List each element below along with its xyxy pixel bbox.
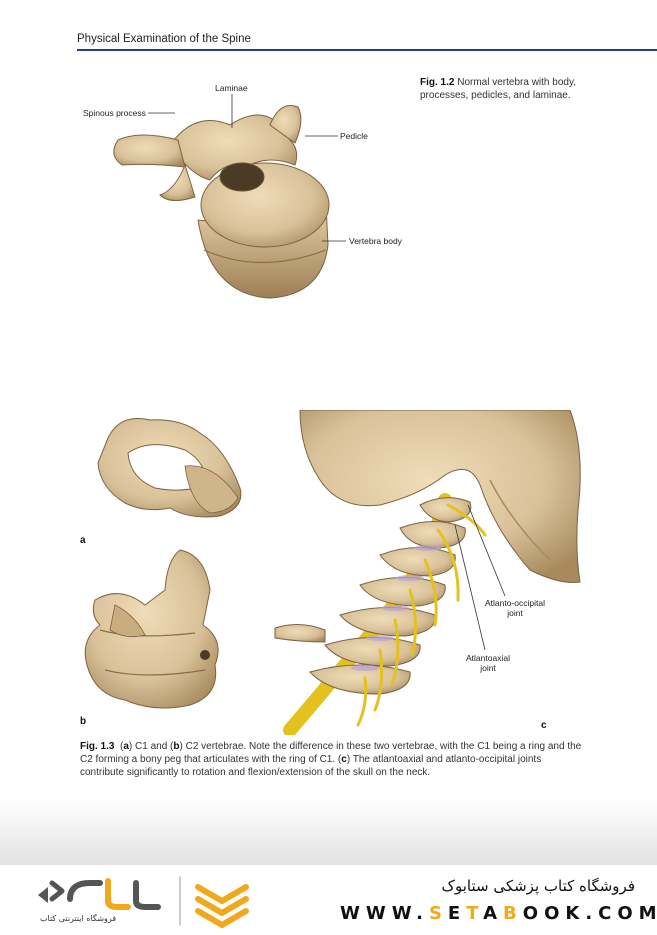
caption-text-part: ) The atlantoaxial and atlanto-occipital…: [80, 754, 542, 778]
url-part: OOK.COM: [522, 903, 657, 924]
url-part: WWW.: [340, 903, 429, 924]
panel-letter-c: c: [541, 720, 547, 731]
url-part: E: [447, 903, 467, 924]
label-pedicle: Pedicle: [340, 131, 368, 141]
figure-1-3b-c2-illustration: [84, 549, 219, 709]
figure-1-2-leader-lines: [148, 94, 346, 242]
url-part-accent: B: [503, 903, 523, 924]
panel-letter-a: a: [80, 535, 86, 546]
label-spinous-process: Spinous process: [83, 108, 146, 118]
store-name-persian: فروشگاه کتاب پزشکی ستابوک: [441, 877, 635, 895]
label-vertebra-body: Vertebra body: [349, 236, 402, 246]
label-laminae: Laminae: [215, 83, 248, 93]
figure-1-3a-c1-illustration: [97, 418, 242, 518]
figure-1-2-number: Fig. 1.2: [420, 77, 455, 88]
store-banner: فروشگاه اینترنتی کتاب فروشگاه کتاب پزشکی…: [0, 865, 657, 935]
figure-1-2-caption: Fig. 1.2 Normal vertebra with body, proc…: [420, 76, 600, 102]
figure-1-3c-leader-lines: [454, 504, 506, 651]
label-atlanto-occipital-joint: Atlanto-occipital joint: [485, 598, 546, 618]
figure-1-3-caption: Fig. 1.3 (a) C1 and (b) C2 vertebrae. No…: [80, 740, 585, 779]
running-head-title: Physical Examination of the Spine: [77, 33, 251, 45]
figure-1-2-vertebra-illustration: [113, 105, 330, 299]
caption-text-part: ) C2 vertebrae. Note the difference in t…: [80, 741, 582, 765]
url-part-accent: S: [428, 903, 448, 924]
label-atlantoaxial-joint: Atlantoaxial joint: [466, 653, 510, 673]
page-bottom-shadow: [0, 800, 657, 865]
store-url-link[interactable]: WWW.SETABOOK.COM: [340, 903, 657, 924]
caption-text-part: ) C1 and (: [128, 741, 174, 752]
figure-1-3-number: Fig. 1.3: [80, 741, 115, 752]
panel-letter-b: b: [80, 716, 87, 727]
caption-panel-ref-c: c: [341, 754, 347, 765]
setabook-logo-icon: [38, 876, 249, 928]
logo-subtext: فروشگاه اینترنتی کتاب: [40, 914, 117, 923]
caption-panel-ref-a: a: [123, 741, 129, 752]
url-part-accent: T: [466, 903, 484, 924]
figure-1-3c-cervical-spine-illustration: [274, 410, 581, 735]
caption-text-part: (: [120, 741, 124, 752]
figure-1-2-caption-text: Normal vertebra with body, processes, pe…: [420, 77, 576, 101]
caption-panel-ref-b: b: [173, 741, 180, 752]
header-rule: [77, 49, 657, 51]
url-part: A: [483, 903, 504, 924]
